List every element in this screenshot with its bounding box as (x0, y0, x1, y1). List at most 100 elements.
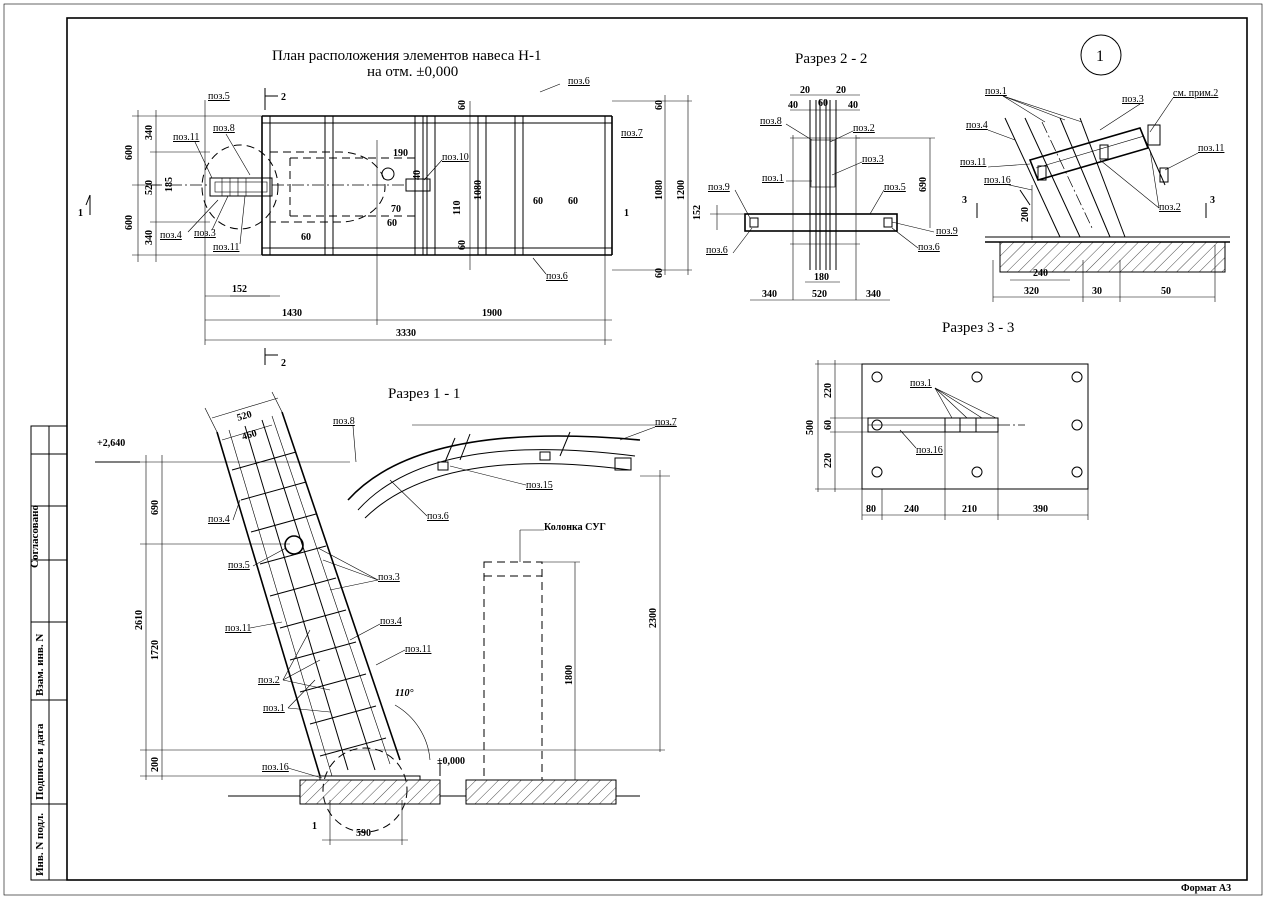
s11-column-label: Колонка СУГ (544, 522, 606, 533)
s33-label-p16: поз.16 (916, 445, 943, 456)
s22-label-p3: поз.3 (862, 154, 884, 165)
plan-dim-inner-2: 40 (412, 170, 423, 180)
plan-subtitle: на отм. ±0,000 (367, 64, 458, 80)
s11-elev-top: +2,640 (97, 438, 125, 449)
plan-dim-inner-6: 60 (301, 232, 311, 243)
plan-dim-bottom-3: 1900 (482, 308, 502, 319)
s33-title: Разрез 3 - 3 (942, 320, 1014, 336)
s11-dim-590: 590 (356, 828, 371, 839)
plan-label-p5: поз.5 (208, 91, 230, 102)
plan-dim-inner-11: 60 (457, 240, 468, 250)
detail1-dim-30: 30 (1092, 286, 1102, 297)
s33-dim-80: 80 (866, 504, 876, 515)
s11-label-p6: поз.6 (427, 511, 449, 522)
s22-label-p9a: поз.9 (708, 182, 730, 193)
plan-label-p11b: поз.11 (213, 242, 239, 253)
plan-label-p11a: поз.11 (173, 132, 199, 143)
s22-dim-340b: 340 (866, 289, 881, 300)
s22-label-p6a: поз.6 (706, 245, 728, 256)
s33-dim-500: 500 (805, 420, 816, 435)
s11-elev-zero: ±0,000 (437, 756, 465, 767)
plan-dim-inner-4: 70 (391, 204, 401, 215)
s11-dimensions: +2,640 ±0,000 Колонка СУГ 110° 690 1720 … (97, 409, 659, 839)
s22-title: Разрез 2 - 2 (795, 51, 867, 67)
s11-label-p5: поз.5 (228, 560, 250, 571)
s22-dim-60: 60 (818, 98, 828, 109)
s22-dim-40a: 40 (788, 100, 798, 111)
plan-cut-bottom: 2 (281, 358, 286, 369)
plan-label-p7: поз.7 (621, 128, 643, 139)
s11-dim-2610: 2610 (134, 610, 145, 630)
s22-geometry (710, 94, 935, 301)
s11-label-p11b: поз.11 (405, 644, 431, 655)
detail1-dim-320: 320 (1024, 286, 1039, 297)
plan-dim-left-1: 600 (124, 145, 135, 160)
plan-dim-inner-9: 60 (533, 196, 543, 207)
plan-label-p6b: поз.6 (546, 271, 568, 282)
stamp-inv-orig: Инв. N подл. (34, 813, 46, 876)
plan-cut-top: 2 (281, 92, 286, 103)
s11-dim-520: 520 (236, 409, 254, 424)
s11-detail-ref: 1 (312, 821, 317, 832)
s11-label-p4a: поз.4 (208, 514, 230, 525)
s11-title: Разрез 1 - 1 (388, 386, 460, 402)
detail1-label-p3: поз.3 (1122, 94, 1144, 105)
s11-label-p11a: поз.11 (225, 623, 251, 634)
s22-label-p8: поз.8 (760, 116, 782, 127)
s11-label-p16: поз.16 (262, 762, 289, 773)
detail1-dim-50: 50 (1161, 286, 1171, 297)
s11-label-p7: поз.7 (655, 417, 677, 428)
plan-label-p3: поз.3 (194, 228, 216, 239)
plan-dim-right-1: 60 (654, 100, 665, 110)
detail1-label-p16: поз.16 (984, 175, 1011, 186)
s33-dim-220a: 220 (823, 383, 834, 398)
detail1-cut-right: 3 (1210, 195, 1215, 206)
s22-dim-20b: 20 (836, 85, 846, 96)
plan-label-p8: поз.8 (213, 123, 235, 134)
plan-title: План расположения элементов навеса Н-1 (272, 48, 542, 64)
s11-dim-1720: 1720 (150, 640, 161, 660)
plan-dim-left-6: 185 (164, 177, 175, 192)
s33-dim-210: 210 (962, 504, 977, 515)
s11-dim-200: 200 (150, 757, 161, 772)
detail1-cut-left: 3 (962, 195, 967, 206)
s22-dim-180: 180 (814, 272, 829, 283)
stamp-sign-date: Подпись и дата (34, 723, 46, 800)
plan-dim-right-2: 1080 (654, 180, 665, 200)
s22-dim-152: 152 (692, 205, 703, 220)
s22-label-p2: поз.2 (853, 123, 875, 134)
plan-dim-left-2: 600 (124, 215, 135, 230)
stamp-agreed: Согласовано (29, 505, 41, 568)
detail1-label-note: см. прим.2 (1173, 88, 1218, 99)
s11-label-p2: поз.2 (258, 675, 280, 686)
plan-dim-inner-8: 1080 (473, 180, 484, 200)
detail1-label-p11b: поз.11 (1198, 143, 1224, 154)
s11-label-p3: поз.3 (378, 572, 400, 583)
s33-dim-240: 240 (904, 504, 919, 515)
plan-side-left: 1 (78, 208, 83, 219)
plan-dim-inner-10: 60 (568, 196, 578, 207)
detail1-label-p1: поз.1 (985, 86, 1007, 97)
detail1-label-p11a: поз.11 (960, 157, 986, 168)
plan-geometry (85, 88, 692, 365)
plan-dim-left-3: 340 (144, 125, 155, 140)
s22-dim-340a: 340 (762, 289, 777, 300)
s22-dim-40b: 40 (848, 100, 858, 111)
s33-labels: 500 220 60 220 80 240 210 390 поз.1 поз.… (805, 378, 1048, 515)
s22-dim-520: 520 (812, 289, 827, 300)
detail1-label-p4: поз.4 (966, 120, 988, 131)
plan-dim-inner-3: 110 (452, 201, 463, 215)
s22-dim-20a: 20 (800, 85, 810, 96)
plan-dim-inner-5: 60 (387, 218, 397, 229)
s33-dim-390: 390 (1033, 504, 1048, 515)
detail1-geometry (976, 117, 1230, 302)
sheet-number-circle (1080, 34, 1122, 76)
s11-geometry (95, 391, 676, 845)
plan-label-p6a: поз.6 (568, 76, 590, 87)
s22-label-p5: поз.5 (884, 182, 906, 193)
s11-label-p8: поз.8 (333, 416, 355, 427)
s11-dim-2300: 2300 (648, 608, 659, 628)
s11-label-p4b: поз.4 (380, 616, 402, 627)
s22-label-p9b: поз.9 (936, 226, 958, 237)
